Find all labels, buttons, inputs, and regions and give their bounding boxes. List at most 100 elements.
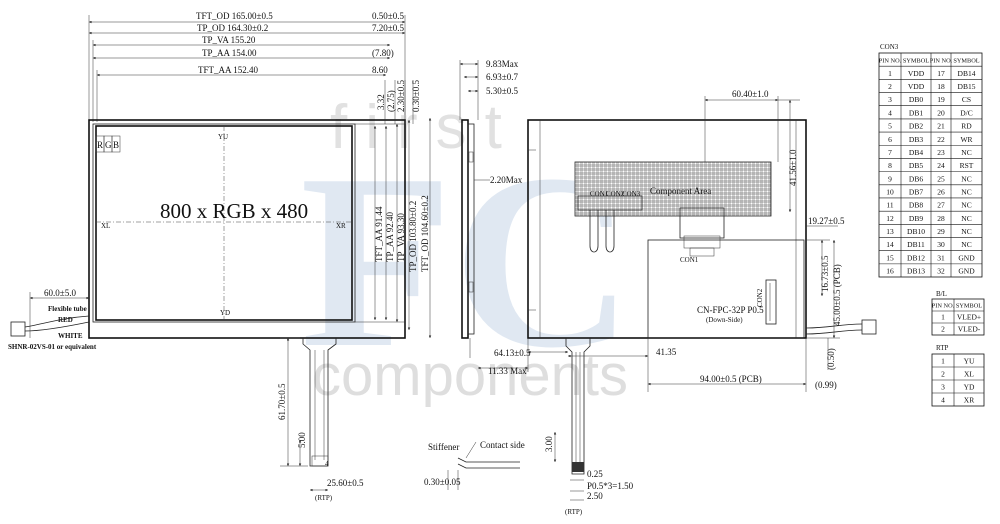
con3-cell: DB9 bbox=[909, 214, 923, 223]
pcb-v1: 16.73±0.5 bbox=[820, 255, 830, 292]
con3-cell: 14 bbox=[886, 240, 894, 249]
con3-cell: 17 bbox=[937, 69, 945, 78]
back-dim-right2: 19.27±0.5 bbox=[808, 216, 845, 226]
con3-cell: DB10 bbox=[907, 227, 925, 236]
con3-label: CON3 bbox=[622, 190, 641, 198]
bl-cell: VLED+ bbox=[957, 313, 981, 322]
connector-note: SHNR-02VS-01 or equivalent bbox=[8, 343, 97, 351]
con1-label: CON1 bbox=[590, 190, 609, 198]
con3-cell: 20 bbox=[937, 108, 945, 117]
bl-header-cell: PIN NO. bbox=[932, 303, 955, 310]
fpc2-pitch1: 0.25 bbox=[587, 469, 603, 479]
con3-cell: NC bbox=[961, 214, 971, 223]
con3-header-cell: SYMBOL bbox=[903, 58, 929, 65]
bl-connector bbox=[861, 319, 877, 335]
dim-tp-aa-v: TP_AA 92.40 bbox=[385, 211, 395, 262]
con3-cell: 10 bbox=[886, 187, 894, 196]
watermark: first FC components bbox=[300, 93, 633, 408]
front-top-dimensions: TFT_OD 165.00±0.5 TP_OD 164.30±0.2 TP_VA… bbox=[88, 11, 406, 122]
pin-xr-label: XR bbox=[336, 222, 346, 230]
dim-tp-aa: TP_AA 154.00 bbox=[202, 48, 257, 58]
dim-tp-od: TP_OD 164.30±0.2 bbox=[197, 23, 268, 33]
con3-cell: DB8 bbox=[909, 201, 923, 210]
pcb-v2: 45.00±0.5 (PCB) bbox=[832, 264, 842, 326]
dim-050: 0.50±0.5 bbox=[372, 11, 404, 21]
con3-cell: DB5 bbox=[909, 161, 923, 170]
dim-230: 2.30±0.5 bbox=[396, 80, 406, 112]
fpc-pin-number: 4 bbox=[325, 460, 329, 468]
bl-header-cell: SYMBOL bbox=[956, 303, 982, 310]
fpc-height: 61.70±0.5 bbox=[277, 383, 287, 420]
con3-header-cell: PIN NO. bbox=[879, 58, 902, 65]
subpixel-g: G bbox=[105, 140, 112, 150]
side-dim-530: 5.30±0.5 bbox=[486, 86, 518, 96]
con3-cell: DB4 bbox=[909, 148, 923, 157]
down-side-label: (Down-Side) bbox=[706, 316, 743, 324]
backlight-cable: 60.0±5.0 Flexible tube RED WHITE SHNR-02… bbox=[8, 288, 97, 351]
con3-cell: DB0 bbox=[909, 95, 923, 104]
con2-label: CON2 bbox=[606, 190, 625, 198]
table-bl: B/L PIN NO.SYMBOL 1 VLED+ 2 VLED- bbox=[931, 290, 985, 336]
con3-cell: 2 bbox=[888, 82, 892, 91]
dim-720: 7.20±0.5 bbox=[372, 23, 404, 33]
con3-cell: 3 bbox=[888, 95, 892, 104]
con3-cell: WR bbox=[960, 135, 972, 144]
con3-header-cell: SYMBOL bbox=[953, 58, 979, 65]
con3-cell: NC bbox=[961, 187, 971, 196]
con3-cell: 7 bbox=[888, 148, 892, 157]
tft-outline bbox=[88, 119, 406, 339]
cable-length: 60.0±5.0 bbox=[44, 288, 76, 298]
back-dim-right: 41.56±1.0 bbox=[788, 149, 798, 186]
dim-tft-od-v: TFT_OD 104.60±0.2 bbox=[420, 195, 430, 272]
dim-4135: 41.35 bbox=[656, 347, 677, 357]
flexible-tube-label: Flexible tube bbox=[48, 305, 87, 313]
con3-cell: DB3 bbox=[909, 135, 923, 144]
side-thickness: 0.30±0.05 bbox=[424, 477, 461, 487]
pcb-v3: (0.50) bbox=[826, 348, 836, 370]
side-dim-983: 9.83Max bbox=[486, 59, 519, 69]
tp-outline bbox=[92, 123, 356, 323]
rtp-cell: 1 bbox=[941, 357, 945, 366]
watermark-letters: first bbox=[330, 93, 520, 162]
back-view: 60.40±1.0 Component Area CON1 CON2 CON3 … bbox=[478, 89, 877, 516]
component-area-label: Component Area bbox=[650, 186, 711, 196]
wire-white-label: WHITE bbox=[58, 332, 83, 340]
fpc2-pitch2: P0.5*3=1.50 bbox=[587, 481, 634, 491]
side-view: 9.83Max 6.93±0.7 5.30±0.5 2.20Max Stiffe… bbox=[424, 59, 525, 490]
rtp-cell: XR bbox=[964, 396, 974, 405]
bl-cell: VLED- bbox=[958, 325, 981, 334]
dim-tp-va: TP_VA 155.20 bbox=[202, 35, 256, 45]
con3-header-cell: PIN NO. bbox=[930, 58, 953, 65]
cable-connector bbox=[10, 321, 26, 337]
dim-780: (7.80) bbox=[372, 48, 394, 58]
dim-860: 8.60 bbox=[372, 65, 388, 75]
pin-yd-label: YD bbox=[220, 309, 230, 317]
con3-cell: DB14 bbox=[958, 69, 976, 78]
rtp-cell: 2 bbox=[941, 370, 945, 379]
fpc-width: 25.60±0.5 bbox=[327, 478, 364, 488]
rtp-cell: XL bbox=[964, 370, 974, 379]
con1-bottom-label: CON1 bbox=[680, 256, 699, 264]
bl-cell: 1 bbox=[941, 313, 945, 322]
dim-332: 3.32 bbox=[376, 94, 386, 110]
con3-cell: RD bbox=[961, 122, 972, 131]
con3-cell: DB6 bbox=[909, 174, 923, 183]
con3-cell: 8 bbox=[888, 161, 892, 170]
con3-title: CON3 bbox=[880, 43, 899, 51]
dim-030: 0.30±0.5 bbox=[411, 80, 421, 112]
con3-cell: 28 bbox=[937, 214, 945, 223]
bl-cell: 2 bbox=[941, 325, 945, 334]
pin-xl-label: XL bbox=[101, 222, 110, 230]
dim-tft-aa: TFT_AA 152.40 bbox=[198, 65, 259, 75]
dim-tp-va-v: TP_VA 93.30 bbox=[396, 213, 406, 262]
con3-cell: 25 bbox=[937, 174, 945, 183]
front-vertical-dimensions: 3.32 (2.75) 2.30±0.5 0.30±0.5 TFT_AA 91.… bbox=[373, 80, 432, 338]
bl-title: B/L bbox=[936, 290, 947, 298]
con3-cell: NC bbox=[961, 201, 971, 210]
con3-cell: 31 bbox=[937, 253, 945, 262]
con3-cell: 1 bbox=[888, 69, 892, 78]
con3-cell: 9 bbox=[888, 174, 892, 183]
con3-cell: 32 bbox=[937, 267, 945, 276]
